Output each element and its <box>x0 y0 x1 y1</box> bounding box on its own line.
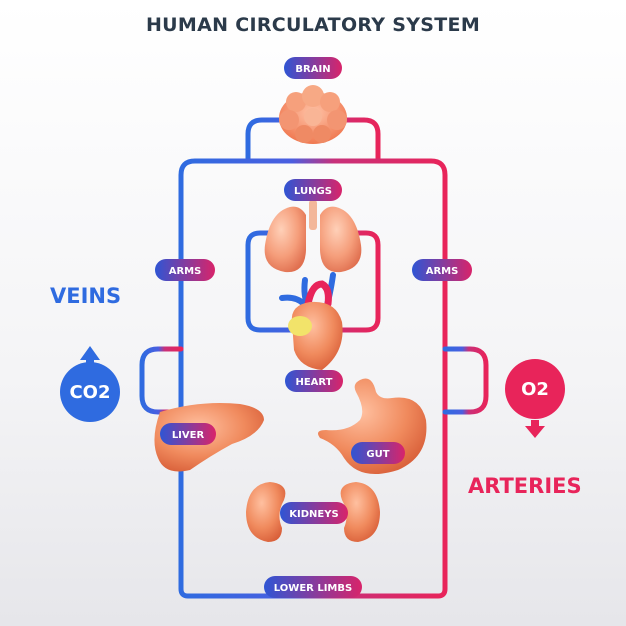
label-heart: HEART <box>285 370 343 392</box>
labels-lower_limbs-text: LOWER LIMBS <box>274 583 352 594</box>
label-lungs: LUNGS <box>284 179 342 201</box>
o2-text: O2 <box>521 379 549 400</box>
labels-arms_right-text: ARMS <box>426 266 459 277</box>
o2-badge: O2 <box>505 359 565 438</box>
kidneys-organ <box>246 482 380 542</box>
veins-label: VEINS <box>50 284 122 308</box>
body-loop <box>139 346 184 415</box>
labels-heart-text: HEART <box>295 377 332 388</box>
label-liver: LIVER <box>160 423 216 445</box>
lungs-organ <box>264 200 362 273</box>
labels-kidneys-text: KIDNEYS <box>289 509 338 520</box>
labels-liver-text: LIVER <box>172 430 205 441</box>
labels-gut-text: GUT <box>366 449 389 460</box>
label-brain: BRAIN <box>284 57 342 79</box>
brain-organ <box>279 85 347 144</box>
labels-lungs-text: LUNGS <box>294 186 332 197</box>
label-lower-limbs: LOWER LIMBS <box>264 576 362 598</box>
heart-organ <box>279 272 343 370</box>
page-title: HUMAN CIRCULATORY SYSTEM <box>145 14 481 36</box>
co2-text: CO2 <box>69 382 110 403</box>
body-loop-right <box>442 346 489 415</box>
labels-brain-text: BRAIN <box>295 64 330 75</box>
label-arms-left: ARMS <box>155 259 215 281</box>
label-arms-right: ARMS <box>412 259 472 281</box>
co2-badge: CO2 <box>60 346 120 422</box>
label-kidneys: KIDNEYS <box>280 502 348 524</box>
up-arrow-icon <box>80 346 100 360</box>
labels-arms_left-text: ARMS <box>169 266 202 277</box>
down-arrow-icon <box>525 426 545 438</box>
label-gut: GUT <box>351 442 405 464</box>
arteries-label: ARTERIES <box>468 474 582 498</box>
